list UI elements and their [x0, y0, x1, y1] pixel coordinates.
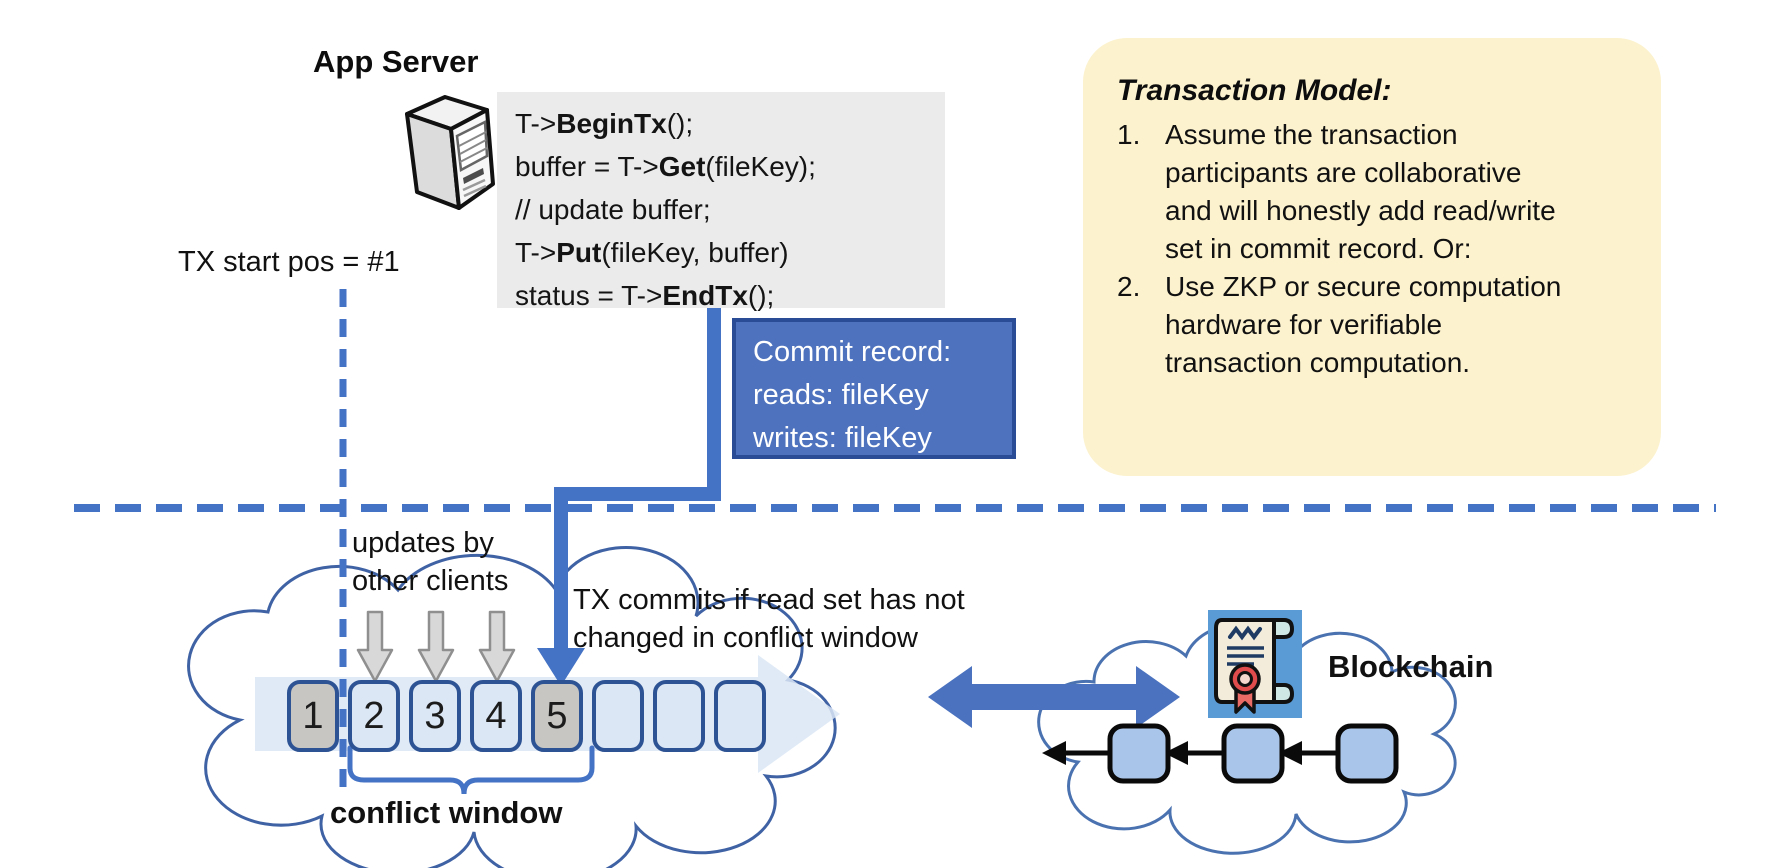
blockchain-block	[1107, 723, 1171, 784]
certificate-scroll-icon-art	[1208, 610, 1302, 718]
commit-record-line: reads: fileKey	[753, 379, 929, 411]
commit-flow-arrow	[537, 300, 721, 686]
blockchain-block	[1335, 723, 1399, 784]
blockchain-block	[1221, 723, 1285, 784]
transaction-model-title: Transaction Model:	[1117, 74, 1392, 107]
timeline-box-6	[592, 680, 644, 752]
transaction-code-block: T->BeginTx(); buffer = T->Get(fileKey); …	[497, 92, 945, 311]
conflict-window-brace	[347, 745, 595, 795]
blockchain-label: Blockchain	[1328, 649, 1494, 684]
transaction-model-item: 1. Assume the transaction participants a…	[1117, 116, 1641, 268]
code-line: T->BeginTx();	[515, 108, 694, 139]
update-arrow	[417, 610, 455, 683]
server-tower-icon	[393, 90, 501, 216]
item-text: Assume the transaction participants are …	[1165, 119, 1556, 264]
code-line: T->Put(fileKey, buffer)	[515, 237, 789, 268]
server-tower-icon-art	[405, 95, 495, 210]
code-line: // update buffer;	[515, 194, 711, 225]
sync-double-arrow	[928, 666, 1180, 728]
conflict-window-label: conflict window	[330, 795, 563, 830]
commit-record-line: writes: fileKey	[753, 422, 932, 454]
timeline-box-2: 2	[348, 680, 400, 752]
timeline-box-7	[653, 680, 705, 752]
chain-link-arrow	[1164, 741, 1224, 765]
item-text: Use ZKP or secure computation hardware f…	[1165, 271, 1562, 378]
item-number: 1.	[1117, 119, 1141, 150]
commit-record-line: Commit record:	[753, 336, 952, 368]
update-arrow	[478, 610, 516, 683]
tx-start-pos-label: TX start pos = #1	[178, 246, 400, 278]
chain-link-arrow	[1278, 741, 1338, 765]
certificate-scroll-icon	[1208, 610, 1302, 718]
transaction-model-item: 2. Use ZKP or secure computation hardwar…	[1117, 268, 1641, 382]
timeline-box-1: 1	[287, 680, 339, 752]
commit-record-box: Commit record: reads: fileKey writes: fi…	[732, 318, 1016, 459]
timeline-box-8	[714, 680, 766, 752]
transaction-model-panel: Transaction Model: 1. Assume the transac…	[1083, 38, 1661, 476]
item-number: 2.	[1117, 271, 1141, 302]
timeline-box-4: 4	[470, 680, 522, 752]
code-line: status = T->EndTx();	[515, 280, 775, 311]
code-line: buffer = T->Get(fileKey);	[515, 151, 816, 182]
timeline-box-5: 5	[531, 680, 583, 752]
update-arrow	[356, 610, 394, 683]
app-server-title: App Server	[313, 44, 479, 79]
timeline-box-3: 3	[409, 680, 461, 752]
chain-link-arrow	[1042, 741, 1110, 765]
